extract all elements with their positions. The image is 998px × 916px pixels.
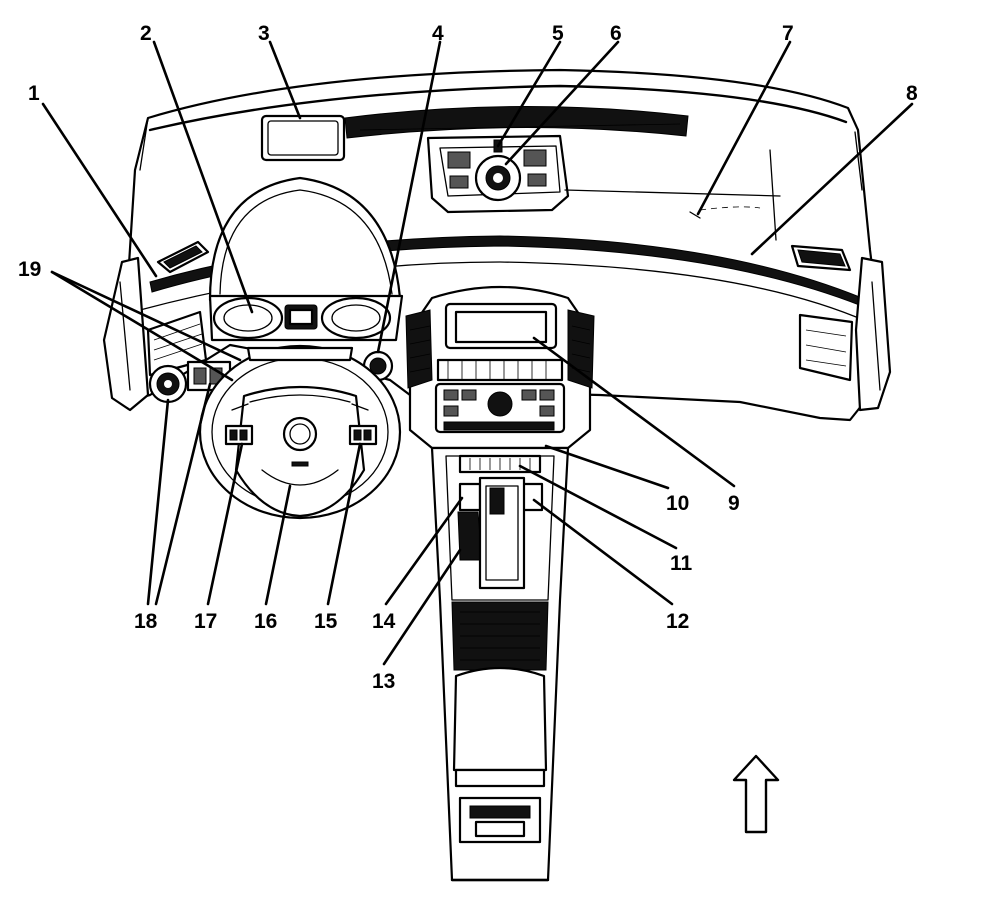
callout-14: 14: [372, 610, 396, 633]
leader-6: [504, 40, 620, 166]
leader-3: [268, 40, 302, 120]
leader-14: [384, 496, 464, 606]
callout-12: 12: [666, 610, 689, 633]
callout-8: 8: [906, 82, 918, 105]
instrument-cluster-hood: [208, 176, 404, 342]
callout-10: 10: [666, 492, 689, 515]
leader-7: [696, 40, 792, 216]
callout-18: 18: [134, 610, 158, 633]
center-stack: [405, 285, 595, 450]
callout-3: 3: [258, 22, 270, 45]
callout-7: 7: [782, 22, 794, 45]
right-air-vent: [790, 244, 854, 382]
callout-11: 11: [670, 552, 693, 575]
callout-4: 4: [432, 22, 444, 45]
leader-13: [382, 548, 462, 666]
right-end-panel: [854, 256, 892, 412]
leader-5: [496, 40, 562, 148]
steering-wheel: [198, 344, 402, 520]
leader-12: [532, 498, 674, 606]
callout-6: 6: [610, 22, 622, 45]
center-speaker-pod: [426, 134, 570, 214]
leader-8: [750, 102, 914, 256]
leader-10: [544, 444, 670, 490]
leader-18a: [146, 398, 170, 606]
leader-4: [376, 40, 442, 354]
leader-lines: [41, 40, 914, 666]
up-arrow-icon: [732, 754, 780, 834]
callout-19: 19: [18, 258, 41, 281]
passenger-dash-surface: [564, 149, 781, 241]
callout-9: 9: [728, 492, 740, 515]
callout-15: 15: [314, 610, 338, 633]
leader-15: [326, 442, 362, 606]
callout-16: 16: [254, 610, 277, 633]
leader-19b: [50, 270, 242, 362]
leader-19a: [50, 270, 234, 382]
windshield-display-module: [260, 114, 346, 162]
callout-13: 13: [372, 670, 395, 693]
leader-2: [152, 40, 254, 314]
center-console: [430, 446, 570, 882]
leader-16: [264, 484, 292, 606]
callout-5: 5: [552, 22, 564, 45]
leader-17: [206, 442, 244, 606]
callout-17: 17: [194, 610, 217, 633]
callout-2: 2: [140, 22, 152, 45]
left-air-vent: [146, 240, 210, 377]
leader-11: [518, 464, 678, 550]
leader-1: [41, 102, 158, 278]
callout-labels: 1 2 3 4 5 6 7 8 9 10 11 12 13 14 15 16 1…: [18, 22, 918, 693]
leader-18b: [154, 382, 212, 606]
leader-9: [532, 336, 736, 488]
defroster-grille: [344, 105, 689, 139]
callout-1: 1: [28, 82, 40, 105]
left-end-panel: [102, 256, 150, 412]
